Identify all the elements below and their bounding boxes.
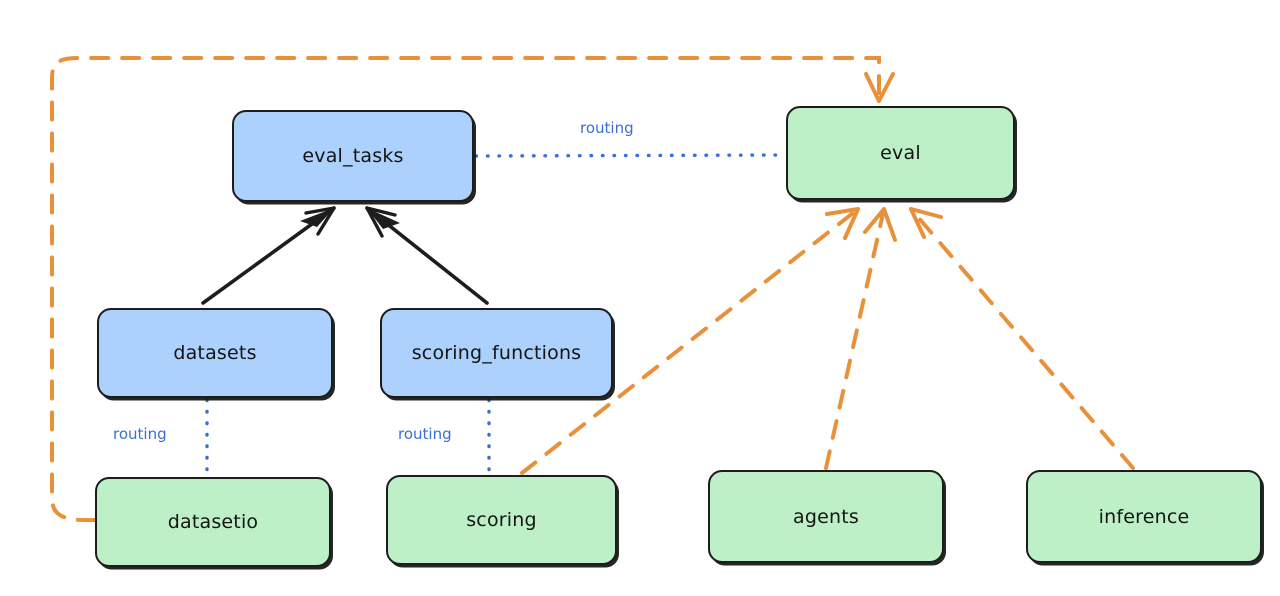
- node-scoring[interactable]: scoring: [386, 475, 617, 565]
- node-label: scoring_functions: [411, 342, 582, 364]
- edge-scoring-functions-to-eval-tasks: [365, 206, 489, 305]
- node-label: agents: [793, 505, 859, 528]
- edge-eval-tasks-to-eval: [474, 153, 786, 158]
- node-label: datasetio: [167, 511, 259, 533]
- edge-inference-to-eval: [909, 207, 1135, 470]
- node-eval-tasks[interactable]: eval_tasks: [232, 110, 474, 202]
- node-label: eval_tasks: [302, 145, 404, 167]
- edge-agents-to-eval: [824, 207, 897, 470]
- node-label: eval: [880, 142, 921, 164]
- node-scoring-functions[interactable]: scoring_functions: [380, 308, 613, 398]
- node-label: scoring: [466, 509, 537, 531]
- node-label: datasets: [173, 342, 257, 364]
- edge-label-routing-eval-tasks: routing: [580, 119, 634, 137]
- node-agents[interactable]: agents: [708, 470, 944, 563]
- edge-datasets-to-eval-tasks: [201, 206, 336, 305]
- node-datasets[interactable]: datasets: [97, 308, 333, 398]
- edge-scoring-to-eval: [520, 207, 860, 475]
- node-eval[interactable]: eval: [786, 106, 1015, 200]
- edge-datasetio-to-eval: [50, 56, 895, 523]
- edge-label-routing-datasets: routing: [113, 425, 167, 443]
- node-inference[interactable]: inference: [1026, 470, 1262, 563]
- node-label: inference: [1098, 505, 1190, 528]
- node-datasetio[interactable]: datasetio: [95, 477, 331, 567]
- edge-label-routing-scoring-functions: routing: [398, 425, 452, 443]
